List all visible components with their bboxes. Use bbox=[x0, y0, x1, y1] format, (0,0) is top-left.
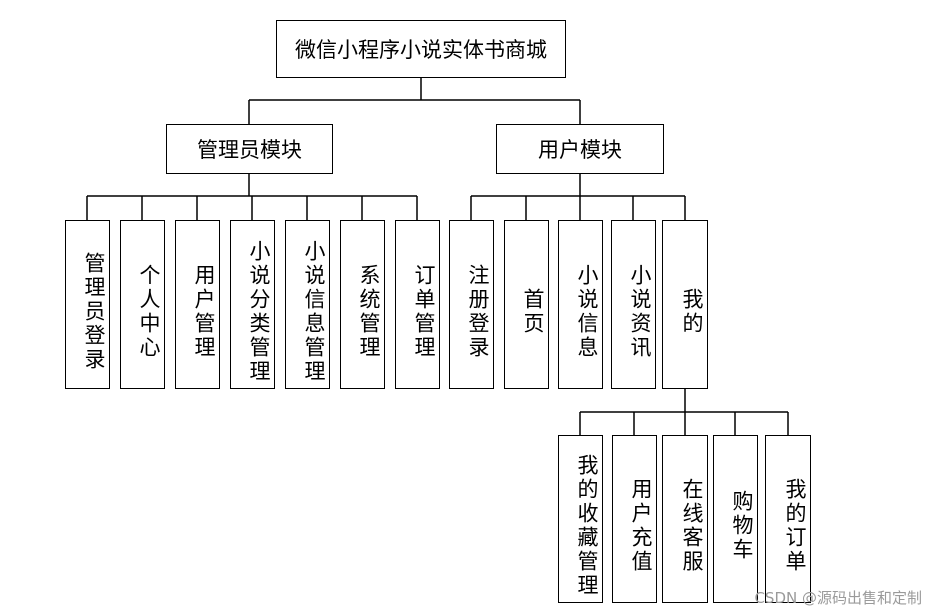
node-label: 我的收藏管理 bbox=[575, 454, 599, 598]
node-label: 小说信息管理 bbox=[302, 239, 326, 384]
node-shopping-cart: 购物车 bbox=[713, 435, 758, 603]
node-label: 用户管理 bbox=[192, 263, 216, 360]
node-label: 订单管理 bbox=[412, 263, 436, 360]
node-label: 小说信息 bbox=[575, 263, 599, 360]
node-personal-center: 个人中心 bbox=[120, 220, 165, 389]
node-label: 系统管理 bbox=[357, 263, 381, 360]
admin-module-label: 管理员模块 bbox=[197, 138, 302, 162]
node-order-management: 订单管理 bbox=[395, 220, 440, 389]
node-label: 首页 bbox=[521, 287, 545, 336]
node-label: 小说分类管理 bbox=[247, 239, 271, 384]
node-novel-info: 小说信息 bbox=[558, 220, 603, 389]
node-label: 在线客服 bbox=[680, 478, 704, 574]
node-label: 我的 bbox=[680, 287, 704, 336]
node-user-management: 用户管理 bbox=[175, 220, 220, 389]
root-node: 微信小程序小说实体书商城 bbox=[276, 20, 566, 78]
node-label: 我的订单 bbox=[783, 478, 807, 574]
node-register-login: 注册登录 bbox=[449, 220, 494, 389]
node-home: 首页 bbox=[504, 220, 549, 389]
node-online-service: 在线客服 bbox=[662, 435, 708, 603]
watermark: CSDN @源码出售和定制 bbox=[754, 589, 922, 607]
node-label: 个人中心 bbox=[137, 263, 161, 360]
admin-module-node: 管理员模块 bbox=[166, 124, 333, 174]
node-label: 用户充值 bbox=[629, 478, 653, 574]
node-novel-news: 小说资讯 bbox=[611, 220, 656, 389]
node-label: 注册登录 bbox=[466, 263, 490, 360]
node-novel-info-management: 小说信息管理 bbox=[285, 220, 330, 389]
root-label: 微信小程序小说实体书商城 bbox=[295, 38, 547, 62]
node-mine: 我的 bbox=[662, 220, 708, 389]
node-system-management: 系统管理 bbox=[340, 220, 385, 389]
node-my-favorites-management: 我的收藏管理 bbox=[558, 435, 603, 603]
node-admin-login: 管理员登录 bbox=[65, 220, 110, 389]
node-user-recharge: 用户充值 bbox=[612, 435, 657, 603]
user-module-label: 用户模块 bbox=[538, 138, 622, 162]
node-my-orders: 我的订单 bbox=[765, 435, 811, 603]
node-label: 购物车 bbox=[730, 490, 754, 562]
node-novel-category-management: 小说分类管理 bbox=[230, 220, 275, 389]
user-module-node: 用户模块 bbox=[496, 124, 664, 174]
node-label: 管理员登录 bbox=[82, 251, 106, 372]
node-label: 小说资讯 bbox=[628, 263, 652, 360]
